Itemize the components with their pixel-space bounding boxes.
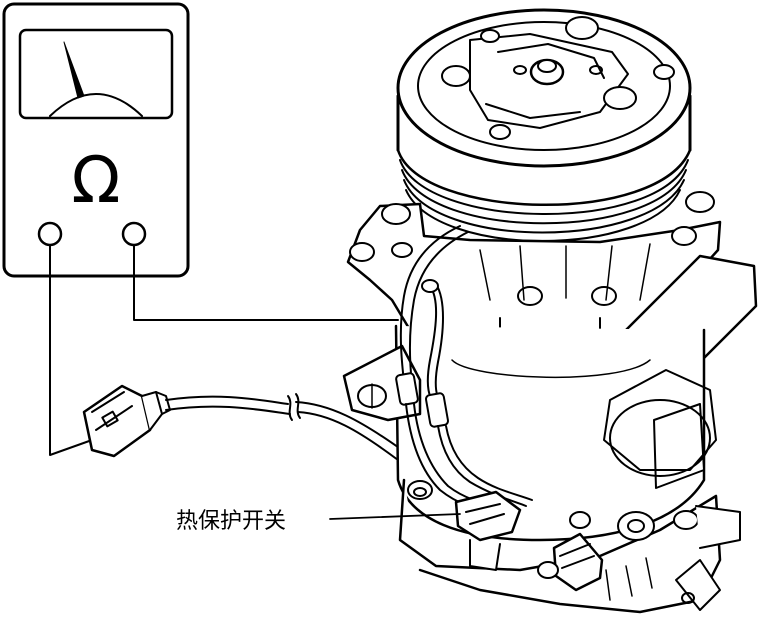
compressor-body bbox=[396, 326, 704, 540]
callout-leader bbox=[330, 514, 460, 519]
meter-needle bbox=[64, 42, 84, 98]
meter-display bbox=[20, 30, 172, 118]
meter-scale-arc bbox=[50, 94, 142, 116]
harness-cable bbox=[166, 394, 402, 460]
test-lead-right bbox=[134, 245, 398, 320]
clutch-plate bbox=[470, 34, 628, 128]
ohm-symbol: Ω bbox=[72, 144, 121, 218]
thermal-switch-wiring bbox=[396, 226, 532, 540]
ohmmeter bbox=[4, 4, 188, 276]
thermal-switch-label: 热保护开关 bbox=[176, 509, 287, 534]
terminal-right bbox=[123, 223, 145, 245]
terminal-left bbox=[39, 223, 61, 245]
test-leads bbox=[50, 245, 398, 455]
rear-housing bbox=[400, 480, 720, 612]
harness-connector bbox=[84, 386, 170, 456]
thermal-switch bbox=[456, 492, 520, 540]
ohmmeter-body bbox=[4, 4, 188, 276]
pulley-face bbox=[398, 10, 690, 166]
test-lead-left bbox=[50, 245, 92, 455]
compressor bbox=[344, 10, 756, 612]
